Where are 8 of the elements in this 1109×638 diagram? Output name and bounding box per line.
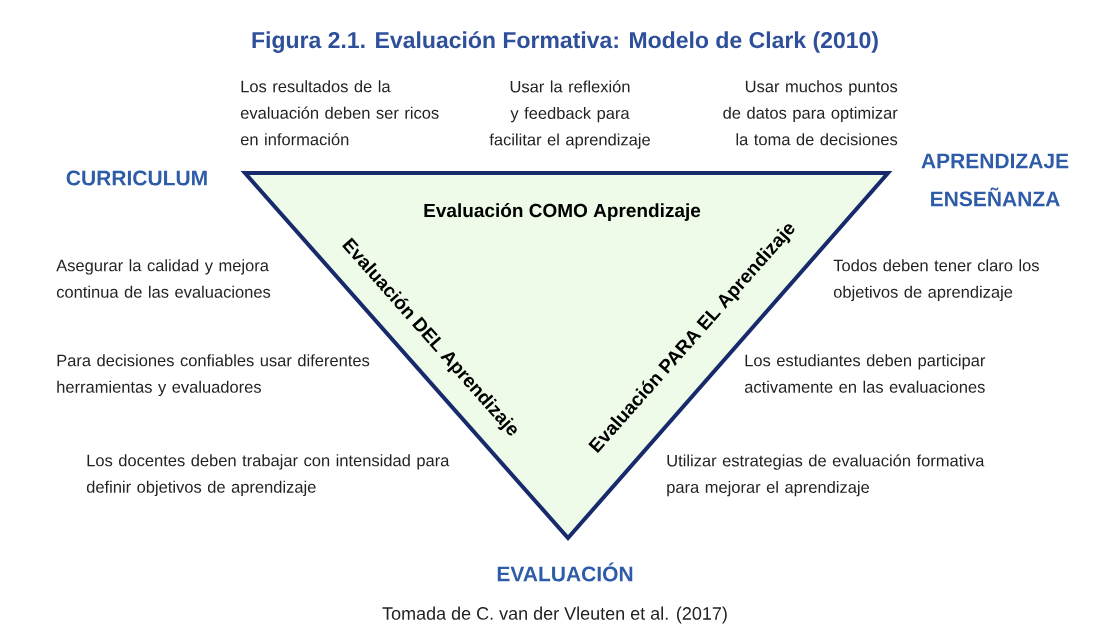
- statement-text: Usar muchos puntos de datos para optimizar la toma de decisiones: [723, 80, 898, 146]
- caption: Tomada de C. van der Vleuten et al. (2017): [382, 606, 727, 624]
- title: Figura 2.1. Evaluación Formativa: Modelo de Clark (2010): [252, 31, 878, 53]
- corner-label: CURRICULUM: [66, 170, 207, 186]
- statement-text: Usar la reflexión y feedback para facilitar el aprendizaje: [489, 80, 650, 149]
- corner-label: APRENDIZAJE ENSEÑANZA: [921, 153, 1069, 207]
- corner-label: EVALUACIÓN: [497, 562, 633, 582]
- statement-text: Los resultados de la evaluación deben ser ricos en información: [240, 80, 439, 146]
